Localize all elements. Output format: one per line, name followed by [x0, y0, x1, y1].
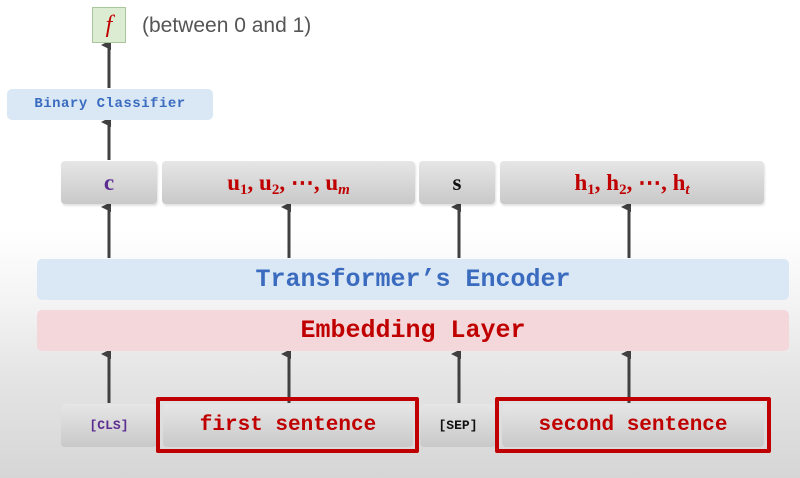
u-term-n: um — [325, 170, 350, 198]
transformer-encoder-block: Transformer’s Encoder — [37, 259, 789, 300]
input-sep-token: [SEP] — [420, 404, 496, 447]
u-ellipsis: ⋯ — [290, 170, 314, 195]
transformer-encoder-label: Transformer’s Encoder — [255, 265, 571, 294]
input-cls-label: [CLS] — [89, 418, 129, 433]
h-term-1: h1 — [574, 170, 595, 198]
output-u-box: u1, u2, ⋯, um — [162, 161, 415, 204]
h-ellipsis: ⋯ — [638, 170, 662, 195]
u-term-2: u2 — [259, 170, 280, 198]
output-f-label: f — [105, 12, 113, 38]
second-sentence-highlight — [495, 397, 771, 453]
input-second-sentence: second sentence — [502, 404, 764, 447]
input-cls-token: [CLS] — [61, 404, 157, 447]
output-range-note: (between 0 and 1) — [142, 14, 312, 37]
output-f-box: f — [92, 7, 126, 43]
output-h-box: h1, h2, ⋯, ht — [500, 161, 764, 204]
binary-classifier-box: Binary Classifier — [7, 89, 213, 120]
output-s-box: s — [419, 161, 495, 204]
u-term-1: u1 — [227, 170, 248, 198]
input-second-sentence-label: second sentence — [538, 414, 728, 437]
input-sep-label: [SEP] — [438, 418, 478, 433]
output-c-label: c — [103, 170, 115, 195]
first-sentence-highlight — [156, 397, 419, 453]
embedding-layer-block: Embedding Layer — [37, 310, 789, 351]
output-s-label: s — [452, 170, 462, 195]
embedding-layer-label: Embedding Layer — [300, 316, 526, 345]
h-term-2: h2 — [606, 170, 627, 198]
input-first-sentence-label: first sentence — [199, 414, 377, 437]
input-first-sentence: first sentence — [163, 404, 413, 447]
output-c-box: c — [61, 161, 157, 204]
binary-classifier-label: Binary Classifier — [34, 96, 186, 112]
h-term-n: ht — [672, 170, 690, 198]
